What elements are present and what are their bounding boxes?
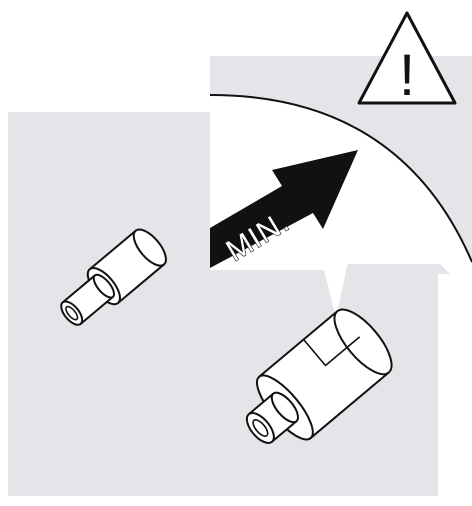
- warning-exclamation: !: [399, 43, 415, 108]
- curved-edge-line: [209, 94, 472, 263]
- small-connector-pin: [60, 228, 167, 326]
- warning-triangle-icon: [357, 11, 457, 105]
- large-connector-part: [245, 308, 393, 444]
- callout-pointer: [322, 262, 348, 318]
- min-arrow-icon: [210, 150, 358, 268]
